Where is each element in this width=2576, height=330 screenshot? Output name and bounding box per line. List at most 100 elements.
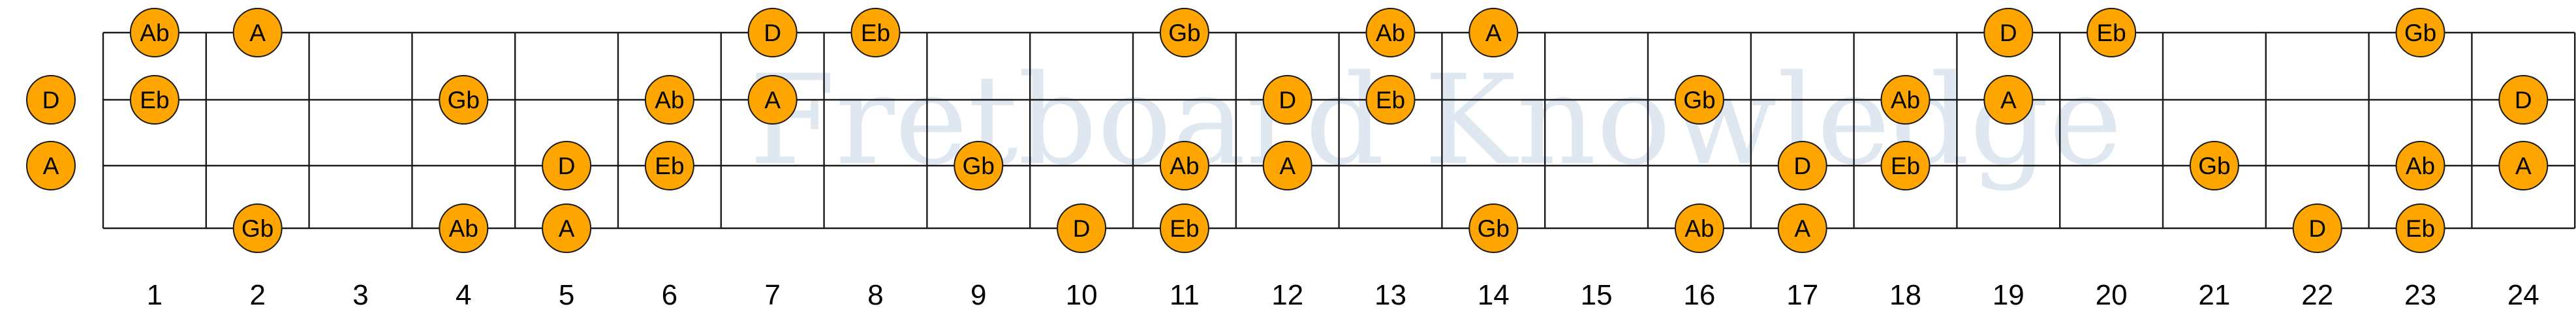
- fret-number-22: 22: [2301, 279, 2333, 311]
- note-marker: Ab: [129, 8, 179, 57]
- note-circle: [1777, 203, 1827, 253]
- note-marker: A: [1983, 75, 2034, 125]
- note-circle: [1262, 75, 1312, 125]
- note-marker: A: [1777, 203, 1827, 253]
- note-marker: Gb: [1674, 75, 1724, 125]
- note-circle: [542, 141, 592, 190]
- fret-number-23: 23: [2404, 279, 2436, 311]
- note-label: Gb: [448, 87, 480, 113]
- note-circle: [2189, 141, 2239, 190]
- note-label: D: [1279, 87, 1296, 113]
- note-circle: [439, 75, 489, 125]
- fret-number-5: 5: [559, 279, 574, 311]
- note-marker: Gb: [232, 203, 283, 253]
- fret-number-8: 8: [867, 279, 883, 311]
- note-circle: [850, 8, 901, 57]
- note-marker: Ab: [1159, 141, 1209, 190]
- note-label: Eb: [655, 153, 684, 179]
- note-marker: Ab: [1674, 203, 1724, 253]
- note-label: Gb: [1478, 215, 1510, 242]
- note-circle: [644, 141, 694, 190]
- note-marker: Eb: [2087, 8, 2137, 57]
- note-circle: [1159, 141, 1209, 190]
- note-circle: [2395, 141, 2445, 190]
- note-circle: [2395, 203, 2445, 253]
- fret-number-7: 7: [764, 279, 780, 311]
- note-label: D: [2000, 20, 2017, 46]
- note-marker: Eb: [1880, 141, 1931, 190]
- note-circle: [2498, 75, 2549, 125]
- note-marker: D: [1983, 8, 2034, 57]
- fret-number-3: 3: [352, 279, 368, 311]
- note-circle: [439, 203, 489, 253]
- note-marker: Gb: [1468, 203, 1519, 253]
- note-marker: Ab: [1365, 8, 1416, 57]
- note-circle: [542, 203, 592, 253]
- fret-number-4: 4: [456, 279, 471, 311]
- notes-layer: DAAbEbAGbGbAbDAAbEbDAEbGbDGbAbEbDAAbEbAG…: [26, 8, 2549, 253]
- note-marker: Gb: [439, 75, 489, 125]
- fret-number-14: 14: [1478, 279, 1510, 311]
- note-marker: Gb: [2189, 141, 2239, 190]
- fret-number-15: 15: [1581, 279, 1613, 311]
- fret-number-10: 10: [1066, 279, 1098, 311]
- note-label: A: [43, 153, 59, 179]
- note-label: Eb: [140, 87, 169, 113]
- note-label: Ab: [1170, 153, 1199, 179]
- note-label: D: [42, 87, 60, 113]
- note-marker: A: [1468, 8, 1519, 57]
- note-marker: D: [26, 75, 76, 125]
- note-circle: [129, 8, 179, 57]
- fret-number-6: 6: [662, 279, 677, 311]
- note-circle: [1159, 203, 1209, 253]
- note-label: Ab: [1891, 87, 1920, 113]
- note-label: Ab: [449, 215, 478, 242]
- note-circle: [1880, 75, 1931, 125]
- note-marker: A: [1262, 141, 1312, 190]
- fret-number-18: 18: [1889, 279, 1921, 311]
- note-label: D: [2308, 215, 2326, 242]
- note-marker: D: [2292, 203, 2342, 253]
- note-marker: Ab: [1880, 75, 1931, 125]
- note-circle: [2292, 203, 2342, 253]
- note-marker: A: [542, 203, 592, 253]
- note-label: A: [559, 215, 575, 242]
- note-circle: [1057, 203, 1107, 253]
- note-label: Ab: [655, 87, 684, 113]
- note-circle: [1468, 8, 1519, 57]
- note-marker: D: [2498, 75, 2549, 125]
- note-marker: A: [232, 8, 283, 57]
- note-label: Ab: [1684, 215, 1714, 242]
- note-circle: [2087, 8, 2137, 57]
- note-label: A: [1485, 20, 1502, 46]
- note-label: Eb: [861, 20, 890, 46]
- fret-number-21: 21: [2198, 279, 2230, 311]
- note-label: A: [764, 87, 781, 113]
- fret-number-17: 17: [1786, 279, 1818, 311]
- note-label: Eb: [1376, 87, 1405, 113]
- note-label: Gb: [2198, 153, 2230, 179]
- fret-number-12: 12: [1271, 279, 1303, 311]
- note-marker: Eb: [2395, 203, 2445, 253]
- note-label: A: [249, 20, 266, 46]
- note-circle: [26, 141, 76, 190]
- note-label: Ab: [2406, 153, 2435, 179]
- fretboard-grid: [102, 31, 2576, 230]
- fret-number-11: 11: [1170, 279, 1200, 311]
- note-label: D: [1073, 215, 1091, 242]
- note-marker: D: [1057, 203, 1107, 253]
- note-circle: [1468, 203, 1519, 253]
- note-circle: [1983, 8, 2034, 57]
- note-marker: Eb: [644, 141, 694, 190]
- note-circle: [1880, 141, 1931, 190]
- note-circle: [26, 75, 76, 125]
- note-circle: [747, 75, 798, 125]
- note-marker: Ab: [439, 203, 489, 253]
- note-label: Ab: [140, 20, 169, 46]
- note-label: Gb: [2404, 20, 2436, 46]
- note-circle: [232, 203, 283, 253]
- note-marker: Eb: [129, 75, 179, 125]
- note-label: Eb: [2406, 215, 2435, 242]
- note-circle: [1983, 75, 2034, 125]
